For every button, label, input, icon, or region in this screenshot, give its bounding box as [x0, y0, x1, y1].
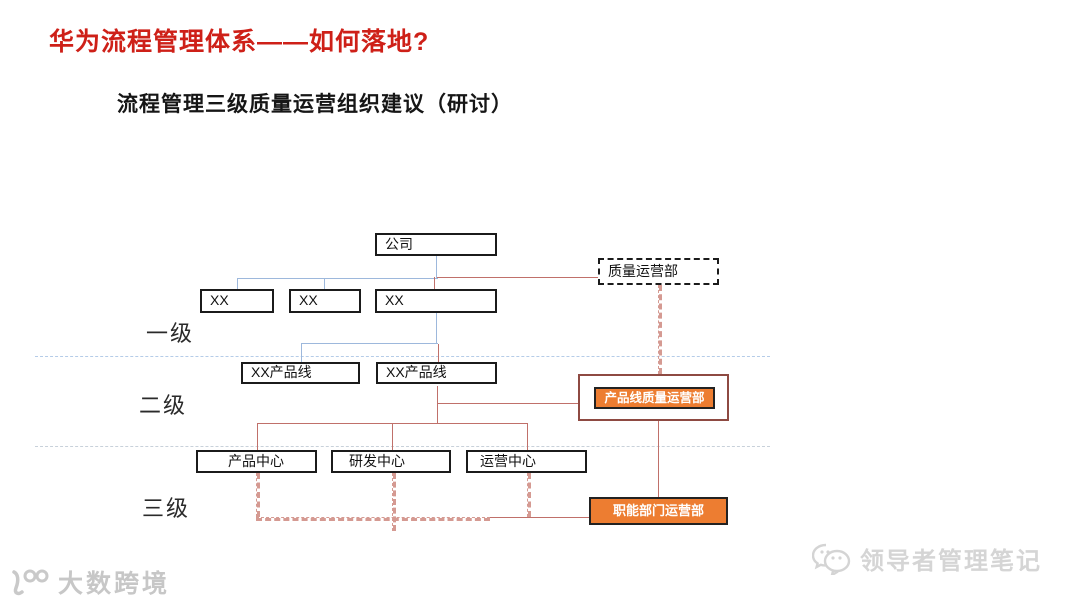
connector-xx3-down: [436, 313, 437, 344]
node-xx-1: XX: [200, 289, 274, 313]
node-xx-2: XX: [289, 289, 361, 313]
watermark-lingdaozhe: 领导者管理笔记: [812, 541, 1042, 576]
node-product-line-1: XX产品线: [241, 362, 360, 384]
level1-separator-line: [35, 356, 770, 357]
node-product-line-2: XX产品线: [376, 362, 497, 384]
connector-productline2-down: [437, 386, 438, 424]
watermark-dashukuajing: 大数跨境: [8, 564, 170, 600]
connector-productcenter-stub: [257, 423, 258, 450]
connector-rdcenter-stub: [392, 423, 393, 450]
connector-to-pl-quality-ops: [438, 403, 578, 404]
node-quality-ops-dept: 质量运营部: [598, 258, 719, 285]
level-1-label: 一级: [146, 321, 195, 346]
connector-level2-bus: [301, 343, 438, 344]
node-product-line-quality-ops: 产品线质量运营部: [594, 387, 715, 409]
connector-level1-bus: [237, 278, 438, 279]
connector-bus-to-funcdept: [490, 517, 590, 518]
connector-company-down: [436, 256, 437, 279]
connector-opscenter-stub: [527, 423, 528, 450]
level2-separator-line: [35, 446, 770, 447]
node-product-center: 产品中心: [196, 450, 317, 473]
connector-opscenter-down-dashed: [527, 473, 531, 517]
connector-xx2-stub: [324, 278, 325, 290]
connector-red-xx3-stub: [434, 277, 435, 290]
wechat-bubbles-icon: [812, 543, 852, 575]
watermark-right-text: 领导者管理笔记: [860, 548, 1042, 575]
pl-quality-ops-outer-box: 产品线质量运营部: [578, 374, 729, 421]
connector-rdcenter-down-dashed: [392, 473, 396, 531]
connector-xx1-stub: [237, 278, 238, 290]
connector-qualityops-down-dashed: [658, 285, 662, 374]
level-3-label: 三级: [142, 496, 191, 521]
connector-level3-dashed-bus: [256, 517, 490, 521]
connector-red-productline2-stub: [438, 344, 439, 362]
slide-title: 华为流程管理体系——如何落地?: [49, 28, 430, 56]
node-company: 公司: [375, 233, 497, 256]
connector-plquality-to-funcdept: [658, 421, 659, 497]
connector-productline1-stub: [301, 343, 302, 362]
dashu-100-logo-icon: [8, 564, 52, 600]
node-rd-center: 研发中心: [331, 450, 451, 473]
connector-company-to-qualityops: [437, 277, 598, 278]
node-ops-center: 运营中心: [466, 450, 587, 473]
connector-productcenter-down-dashed: [256, 473, 260, 517]
node-func-dept-ops: 职能部门运营部: [589, 497, 728, 525]
watermark-left-text: 大数跨境: [58, 570, 171, 598]
level-2-label: 二级: [139, 393, 188, 418]
node-xx-3: XX: [375, 289, 497, 313]
slide-subtitle: 流程管理三级质量运营组织建议（研讨）: [117, 93, 513, 116]
